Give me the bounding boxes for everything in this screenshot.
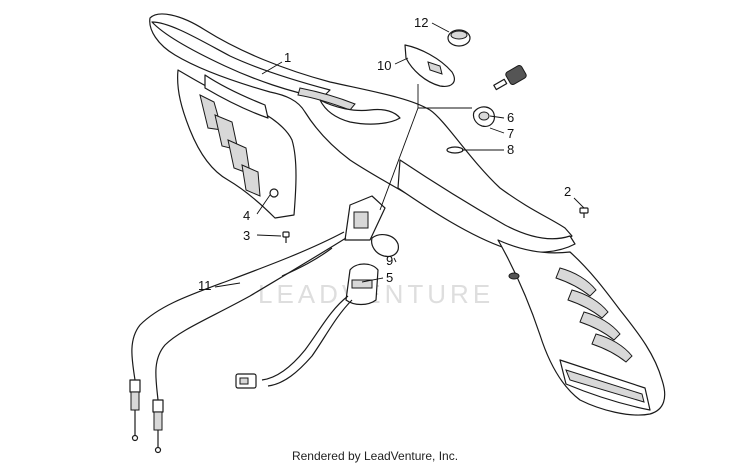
nut-4-part xyxy=(269,188,279,198)
callout-7: 7 xyxy=(507,126,514,141)
key-part xyxy=(493,65,527,91)
seal-part xyxy=(404,44,455,87)
callout-8: 8 xyxy=(507,142,514,157)
callout-1: 1 xyxy=(284,50,291,65)
callout-11: 11 xyxy=(198,278,212,293)
handlebar-housing xyxy=(149,13,666,416)
screw-3-part xyxy=(282,231,290,243)
callout-4: 4 xyxy=(243,208,250,223)
callout-2: 2 xyxy=(564,184,571,199)
callout-labels: 1 2 3 4 5 6 7 8 9 10 11 12 xyxy=(198,15,571,293)
ignition-switch-part xyxy=(235,263,379,389)
screw-2-part xyxy=(579,207,589,218)
leader-lines xyxy=(214,22,585,288)
bezel-part xyxy=(472,106,495,127)
callout-12: 12 xyxy=(414,15,428,30)
credit-text: Rendered by LeadVenture, Inc. xyxy=(291,449,459,463)
callout-3: 3 xyxy=(243,228,250,243)
cable-assembly xyxy=(129,231,347,454)
callout-10: 10 xyxy=(377,58,391,73)
oring-part xyxy=(446,146,464,154)
callout-6: 6 xyxy=(507,110,514,125)
cap-part xyxy=(447,29,471,47)
switch-assembly xyxy=(344,195,399,257)
callout-5: 5 xyxy=(386,270,393,285)
callout-9: 9 xyxy=(386,253,393,268)
